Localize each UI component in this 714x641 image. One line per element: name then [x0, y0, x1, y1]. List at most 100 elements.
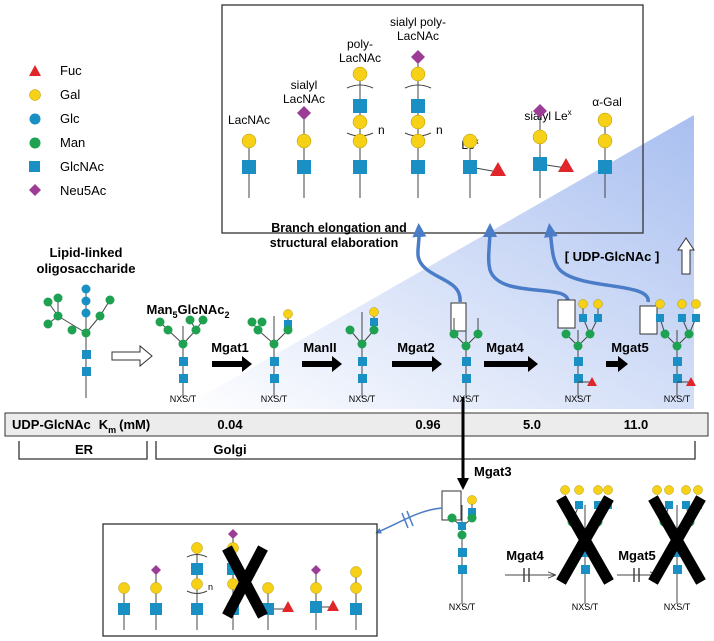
- bottom-glycans: n: [118, 529, 362, 630]
- top-structure-labels: LacNAc sialyl LacNAc poly- LacNAc sialyl…: [228, 15, 622, 152]
- glc-legend-icon: [29, 113, 41, 125]
- glycan-sialyl-lewis-x: [532, 104, 574, 198]
- label-sialyl-lacnac-1: sialyl: [291, 78, 318, 92]
- glycan-manii-product: NXS/T: [345, 307, 379, 404]
- glycan-bisected-mgat3-product: NXS/T: [441, 490, 477, 612]
- bottom-glycan-alpha-gal: [350, 566, 362, 630]
- label-sialyl-lewis-x-sup: x: [568, 108, 572, 117]
- bottom-glycan-sialyl-lacnac: [150, 565, 162, 630]
- manii-arrow-icon: [302, 356, 342, 372]
- km-bar-udp: UDP-GlcNAc: [12, 417, 91, 432]
- legend-label-neu5ac: Neu5Ac: [60, 183, 107, 198]
- glycan-crossed-tetraantennary: NXS/T: [648, 485, 706, 612]
- label-sialyl-lacnac-2: LacNAc: [283, 92, 325, 106]
- block-mark-2: [406, 510, 414, 527]
- glycan-alpha-gal: [597, 112, 613, 198]
- km-bar-m: m: [108, 425, 116, 435]
- blue-arrow-1: [412, 223, 462, 303]
- km-bar-title: UDP-GlcNAc Km(mM): [12, 417, 150, 435]
- top-glycans: n n: [241, 50, 613, 198]
- legend: Fuc Gal Glc Man GlcNAc Neu5Ac: [29, 63, 107, 198]
- enzyme-label-mgat5: Mgat5: [611, 340, 649, 355]
- top-structures-box: [221, 4, 644, 234]
- man5-sub2: 2: [224, 310, 229, 320]
- glycan-lipid-linked-oligosaccharide: [43, 284, 115, 398]
- man5-sub1: 5: [173, 310, 178, 320]
- enzyme-label-mgat1: Mgat1: [211, 340, 249, 355]
- km-bar-unit: (mM): [119, 417, 150, 432]
- mgat1-arrow-icon: [212, 356, 252, 372]
- legend-label-gal: Gal: [60, 87, 80, 102]
- repeat-n-sialyl-poly: n: [436, 123, 443, 137]
- nxst-label: NXS/T: [664, 602, 691, 612]
- bottom-glycan-poly-lacnac: n: [186, 542, 213, 630]
- label-sialyl-poly-lacnac-1: sialyl poly-: [390, 15, 446, 29]
- label-lacnac: LacNAc: [228, 113, 270, 127]
- blue-arrow-2: [482, 223, 570, 303]
- glycan-mgat4-product: NXS/T: [557, 299, 603, 404]
- er-to-golgi-arrow-icon: [111, 344, 153, 368]
- legend-label-glcnac: GlcNAc: [60, 159, 105, 174]
- blue-arrow-3: [543, 223, 650, 303]
- glycan-poly-lacnac: n: [346, 66, 385, 198]
- branch-elongation-label-1: Branch elongation and: [271, 221, 406, 235]
- label-poly-lacnac-1: poly-: [347, 37, 373, 51]
- lipid-linked-label-1: Lipid-linked: [50, 245, 123, 260]
- km-value-1: 0.04: [217, 417, 243, 432]
- bottom-glycan-sialyl-lewis-x: [310, 565, 339, 630]
- km-bar-k: K: [99, 417, 109, 432]
- glycan-sialyl-lacnac: [296, 106, 312, 198]
- glycan-lacnac: [241, 133, 257, 198]
- mgat3-arrow-icon: [457, 478, 469, 490]
- glcnac-legend-icon: [29, 161, 40, 172]
- nxst-label: NXS/T: [664, 394, 691, 404]
- enzyme-label-mgat3: Mgat3: [474, 464, 512, 479]
- man-legend-icon: [29, 137, 41, 149]
- fuc-legend-icon: [29, 65, 41, 76]
- nxst-label: NXS/T: [453, 394, 480, 404]
- up-outline-arrow-icon: [677, 237, 695, 275]
- bottom-cross-mark-icon: [222, 545, 268, 619]
- mgat4-arrow-icon: [484, 356, 538, 372]
- cross-mark-icon: [648, 495, 706, 585]
- lipid-linked-label-2: oligosaccharide: [37, 261, 136, 276]
- nxst-label: NXS/T: [261, 394, 288, 404]
- bottom-repeat-n: n: [208, 582, 213, 592]
- bottom-glycan-lewis-x: [262, 582, 294, 630]
- glycan-sialyl-poly-lacnac: n: [404, 50, 443, 198]
- legend-label-man: Man: [60, 135, 85, 150]
- branch-elongation-label-2: structural elaboration: [270, 236, 399, 250]
- enzyme-arrows: [212, 356, 628, 372]
- repeat-n-poly: n: [378, 123, 385, 137]
- nxst-label: NXS/T: [449, 602, 476, 612]
- blue-elaboration-arrows: [412, 223, 650, 303]
- er-label: ER: [75, 442, 94, 457]
- mgat5-arrow-icon: [606, 356, 628, 372]
- neu5ac-legend-icon: [29, 184, 41, 196]
- glycan-crossed-triantennary: NXS/T: [556, 485, 614, 612]
- enzyme-label-mgat4: Mgat4: [486, 340, 524, 355]
- bottom-structures-box: [102, 523, 378, 637]
- er-bracket: [18, 441, 148, 460]
- glycan-mgat2-product: NXS/T: [449, 302, 483, 404]
- legend-label-glc: Glc: [60, 111, 80, 126]
- km-value-2: 0.96: [415, 417, 440, 432]
- label-sialyl-lewis-x: sialyl Lex: [524, 108, 571, 123]
- nxst-label: NXS/T: [349, 394, 376, 404]
- glycan-man5glcnac2: NXS/T: [155, 315, 208, 404]
- enzyme-label-mgat4-blocked: Mgat4: [506, 548, 544, 563]
- nxst-label: NXS/T: [565, 394, 592, 404]
- km-value-4: 11.0: [624, 417, 649, 432]
- man5-base: Man: [147, 302, 173, 317]
- glycan-lewis-x: [462, 133, 506, 198]
- km-value-3: 5.0: [523, 417, 541, 432]
- nxst-label: NXS/T: [572, 602, 599, 612]
- enzyme-label-manii: ManII: [303, 340, 336, 355]
- glycan-mgat1-product: NXS/T: [247, 309, 293, 404]
- blocked-blue-arrow: [375, 507, 443, 534]
- mgat2-arrow-icon: [392, 356, 442, 372]
- label-poly-lacnac-2: LacNAc: [339, 51, 381, 65]
- enzyme-label-mgat5-blocked: Mgat5: [618, 548, 656, 563]
